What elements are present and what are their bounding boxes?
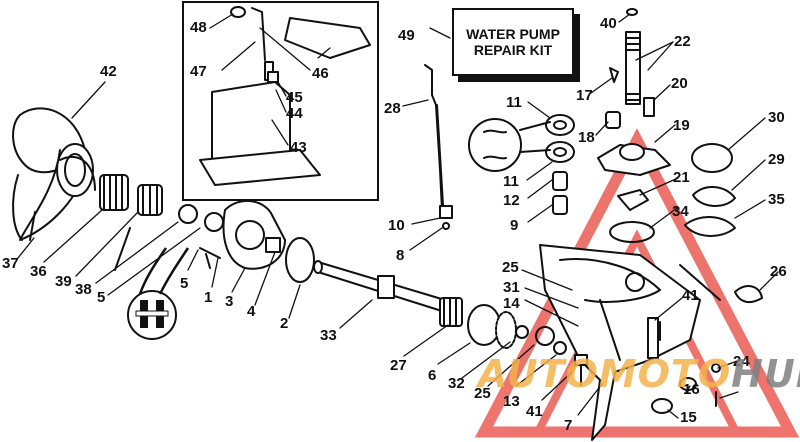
label-10: 10 [388, 217, 405, 234]
label-21: 21 [673, 169, 690, 186]
label-47: 47 [190, 63, 207, 80]
label-6: 6 [428, 367, 436, 384]
label-41a: 41 [682, 287, 699, 304]
label-42: 42 [100, 63, 117, 80]
label-46: 46 [312, 65, 329, 82]
label-39: 39 [55, 273, 72, 290]
drive-shaft [609, 8, 655, 117]
label-17: 17 [576, 87, 593, 104]
label-41b: 41 [526, 403, 543, 420]
pinion-gear [597, 111, 671, 243]
label-11a: 11 [506, 94, 522, 111]
inset-box [182, 1, 379, 201]
label-4: 4 [247, 303, 256, 320]
label-33: 33 [320, 327, 337, 344]
watermark-part2: HUB [731, 352, 800, 396]
label-12: 12 [503, 192, 520, 209]
water-pump-repair-kit-box: WATER PUMP REPAIR KIT [452, 8, 574, 76]
label-18: 18 [578, 129, 595, 146]
inset-parts [199, 6, 371, 186]
kit-title-line2: REPAIR KIT [473, 42, 553, 58]
label-36: 36 [30, 263, 47, 280]
label-43: 43 [290, 139, 307, 156]
label-9: 9 [510, 217, 518, 234]
label-37: 37 [2, 255, 19, 272]
watermark-part1: AUTOMOTO [478, 352, 732, 396]
propeller-shaft [313, 260, 463, 327]
label-5a: 5 [97, 289, 105, 306]
label-25b: 25 [474, 385, 491, 402]
label-27: 27 [390, 357, 407, 374]
propeller [12, 107, 96, 241]
label-30: 30 [768, 109, 785, 126]
shift-rod [424, 64, 453, 230]
label-28: 28 [384, 100, 401, 117]
label-45: 45 [286, 89, 303, 106]
label-40: 40 [600, 15, 617, 32]
part-labels: 42 37 36 39 38 5 5 1 3 4 2 33 27 6 32 25… [2, 15, 787, 434]
label-32: 32 [448, 375, 465, 392]
kit-title-line1: WATER PUMP [466, 26, 560, 42]
label-5b: 5 [180, 275, 188, 292]
prop-hub-parts [29, 174, 224, 241]
label-49: 49 [398, 27, 415, 44]
label-2: 2 [280, 315, 288, 332]
label-3: 3 [225, 293, 233, 310]
label-14: 14 [503, 295, 520, 312]
label-48: 48 [190, 19, 207, 36]
label-35: 35 [768, 191, 785, 208]
label-24: 24 [733, 353, 750, 370]
label-16: 16 [683, 381, 700, 398]
leader-lines [17, 13, 779, 419]
label-1: 1 [204, 289, 212, 306]
label-13: 13 [503, 393, 520, 410]
label-20: 20 [671, 75, 688, 92]
label-22: 22 [674, 33, 691, 50]
forward-gear [467, 304, 567, 355]
label-31: 31 [503, 279, 520, 296]
label-8: 8 [396, 247, 404, 264]
label-19: 19 [673, 117, 690, 134]
label-25a: 25 [502, 259, 519, 276]
label-38: 38 [75, 281, 92, 298]
pump-housing [114, 200, 315, 283]
small-fasteners [574, 317, 721, 414]
bearings [468, 114, 575, 215]
label-44: 44 [286, 105, 303, 122]
label-34: 34 [672, 203, 689, 220]
label-29: 29 [768, 151, 785, 168]
label-26: 26 [770, 263, 787, 280]
gearcase-housing [539, 244, 763, 441]
cover-plates [684, 143, 736, 237]
label-7: 7 [564, 417, 572, 434]
label-11b: 11 [503, 173, 519, 190]
label-15: 15 [680, 409, 697, 426]
clutch-symbol [127, 247, 190, 340]
watermark-text: AUTOMOTOHUB [478, 352, 800, 396]
